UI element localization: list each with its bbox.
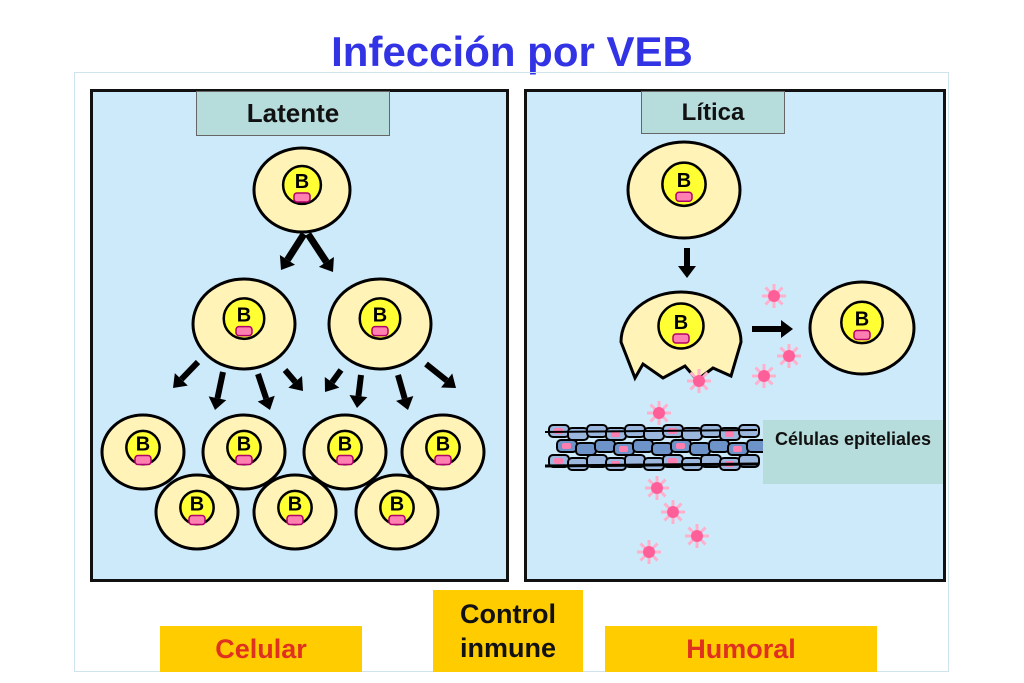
viral-dna	[611, 431, 620, 437]
cell-letter: B	[373, 305, 387, 327]
b-cell: B	[302, 413, 388, 491]
viral-dna	[733, 446, 742, 452]
virion	[752, 364, 776, 388]
arrow	[208, 371, 227, 410]
virion	[777, 344, 801, 368]
viral-episome	[388, 514, 406, 526]
epithelial-cell	[594, 439, 616, 453]
arrow	[752, 320, 793, 338]
b-cell: B	[252, 146, 352, 234]
epithelial-cell	[643, 427, 665, 441]
arrow	[324, 368, 344, 392]
lytic-label: Lítica	[641, 91, 785, 134]
virion	[687, 369, 711, 393]
virion	[645, 476, 669, 500]
nucleus	[281, 164, 323, 206]
nucleus	[840, 300, 884, 345]
arrow	[678, 248, 696, 278]
viral-episome	[286, 514, 304, 526]
b-cell: B	[201, 413, 287, 491]
epithelial-cell	[632, 439, 654, 453]
b-cell: B	[808, 280, 916, 376]
arrow	[255, 373, 275, 410]
viral-episome	[235, 325, 253, 337]
viral-dna	[554, 458, 563, 464]
viral-dna	[562, 443, 571, 449]
arrow	[349, 374, 368, 408]
viral-dna	[676, 443, 685, 449]
nucleus	[222, 297, 266, 341]
cell-letter: B	[288, 494, 302, 516]
latent-diagram: B B B B B B B B B B	[100, 146, 486, 551]
latent-panel: B B B B B B B B B B	[90, 89, 509, 582]
virion	[661, 500, 685, 524]
cellular-box: Celular	[160, 626, 362, 672]
viral-episome	[336, 454, 354, 466]
viral-dna	[725, 431, 734, 437]
page-title: Infección por VEB	[331, 28, 693, 75]
immune-control-box: Control inmune	[433, 590, 583, 672]
nucleus	[657, 302, 705, 350]
viral-episome	[434, 454, 452, 466]
viral-dna	[619, 446, 628, 452]
virion	[637, 540, 661, 564]
b-cell: B	[327, 277, 433, 371]
cell-letter: B	[190, 494, 204, 516]
arrow	[282, 368, 303, 391]
cell-letter: B	[390, 494, 404, 516]
humoral-box: Humoral	[605, 626, 877, 672]
b-cell: B	[100, 413, 186, 491]
arrow	[305, 232, 334, 272]
b-cell: B	[191, 277, 297, 371]
cell-letter: B	[237, 434, 251, 456]
arrow	[395, 374, 414, 410]
viral-episome	[235, 454, 253, 466]
b-cell: B	[354, 473, 440, 551]
cell-letter: B	[855, 308, 869, 330]
epithelial-cell	[651, 442, 673, 456]
cell-letter: B	[674, 312, 688, 334]
epithelial-cell	[708, 439, 730, 453]
epithelial-cell	[575, 442, 597, 456]
latent-label: Latente	[196, 91, 390, 136]
virion	[762, 284, 786, 308]
b-cell: B	[154, 473, 240, 551]
arrow	[279, 232, 307, 270]
viral-episome	[853, 329, 871, 341]
lytic-panel: B B B	[524, 89, 946, 582]
viral-dna	[668, 458, 677, 464]
nucleus	[358, 297, 402, 341]
epithelium	[544, 424, 768, 471]
cell-letter: B	[338, 434, 352, 456]
virion	[685, 524, 709, 548]
b-cell: B	[252, 473, 338, 551]
cell-letter: B	[436, 434, 450, 456]
virion	[647, 401, 671, 425]
arrow	[173, 359, 201, 388]
viral-episome	[188, 514, 206, 526]
b-cell: B	[626, 140, 742, 240]
epithelial-cell	[567, 427, 589, 441]
lytic-diagram: B B B	[544, 140, 916, 564]
arrow	[424, 361, 456, 388]
viral-episome	[672, 333, 690, 344]
viral-episome	[675, 191, 693, 202]
b-cell: B	[619, 290, 743, 383]
epithelial-cells-label: Células epiteliales	[763, 420, 943, 484]
cell-letter: B	[136, 434, 150, 456]
viral-episome	[134, 454, 152, 466]
epithelial-cell	[689, 442, 711, 456]
epithelial-cell	[567, 457, 589, 471]
cell-letter: B	[677, 170, 691, 192]
nucleus	[661, 161, 707, 208]
viral-episome	[293, 192, 311, 203]
viral-episome	[371, 325, 389, 337]
cell-letter: B	[295, 171, 309, 193]
cell-letter: B	[237, 305, 251, 327]
b-cell: B	[400, 413, 486, 491]
